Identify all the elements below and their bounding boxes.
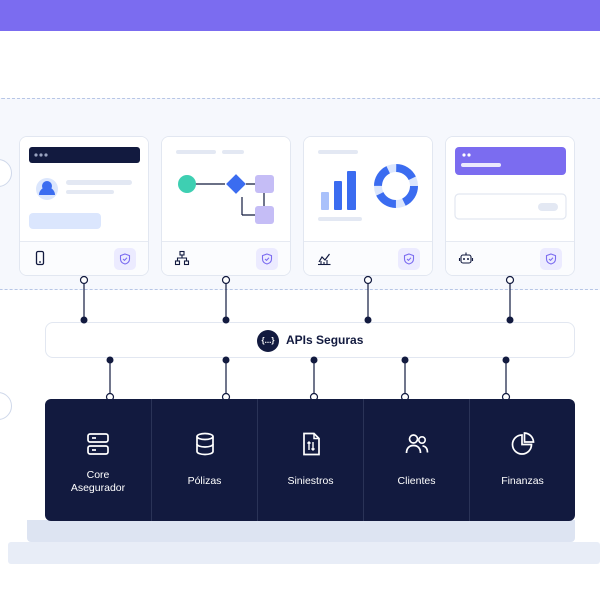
- workflow-mockup: [176, 150, 274, 224]
- sitemap-icon: [174, 250, 190, 266]
- top-banner: [0, 0, 600, 31]
- security-badge: [540, 248, 562, 270]
- shield-check-icon: [261, 253, 273, 265]
- bot-chat-mockup: [454, 147, 567, 220]
- card-workflow-footer: [162, 241, 290, 275]
- core-module-label: Clientes: [397, 475, 436, 487]
- security-badge: [256, 248, 278, 270]
- core-module-polizas: Pólizas: [151, 399, 257, 521]
- core-systems-panel: Core Asegurador Pólizas Siniestros Clien…: [45, 399, 575, 521]
- core-module-label: Siniestros: [287, 475, 334, 487]
- card-mobile-footer: [20, 241, 148, 275]
- card-analytics-footer: [304, 241, 432, 275]
- card-bot-footer: [446, 241, 574, 275]
- pie-chart-icon: [511, 432, 535, 455]
- security-badge: [114, 248, 136, 270]
- mobile-app-mockup: [29, 147, 140, 229]
- card-analytics: [303, 136, 433, 276]
- database-icon: [196, 432, 214, 456]
- card-mobile: [19, 136, 149, 276]
- core-module-label: Finanzas: [501, 475, 544, 487]
- api-gateway-label: APIs Seguras: [286, 333, 364, 347]
- chart-icon: [318, 253, 331, 266]
- api-gateway-bar: {...} APIs Seguras: [45, 322, 575, 358]
- core-module-label: Pólizas: [187, 475, 222, 487]
- mobile-icon: [35, 250, 45, 266]
- card-mobile-preview: [20, 137, 148, 244]
- base-platform-lower: [8, 542, 600, 564]
- braces-icon: {...}: [257, 330, 279, 352]
- card-analytics-preview: [304, 137, 432, 244]
- core-module-clientes: Clientes: [363, 399, 469, 521]
- robot-icon: [458, 252, 474, 264]
- core-module-siniestros: Siniestros: [257, 399, 363, 521]
- core-module-finanzas: Finanzas: [469, 399, 575, 521]
- analytics-mockup: [318, 150, 418, 221]
- shield-check-icon: [119, 253, 131, 265]
- security-badge: [398, 248, 420, 270]
- base-platform-upper: [27, 520, 575, 542]
- card-workflow: [161, 136, 291, 276]
- server-icon: [87, 433, 109, 455]
- card-workflow-preview: [162, 137, 290, 244]
- shield-check-icon: [545, 253, 557, 265]
- card-bot-preview: [446, 137, 574, 244]
- core-module-label: Core Asegurador: [70, 469, 126, 494]
- users-icon: [405, 434, 429, 454]
- core-module-core-asegurador: Core Asegurador: [45, 399, 151, 521]
- shield-check-icon: [403, 253, 415, 265]
- card-bot: [445, 136, 575, 276]
- document-icon: [303, 432, 320, 456]
